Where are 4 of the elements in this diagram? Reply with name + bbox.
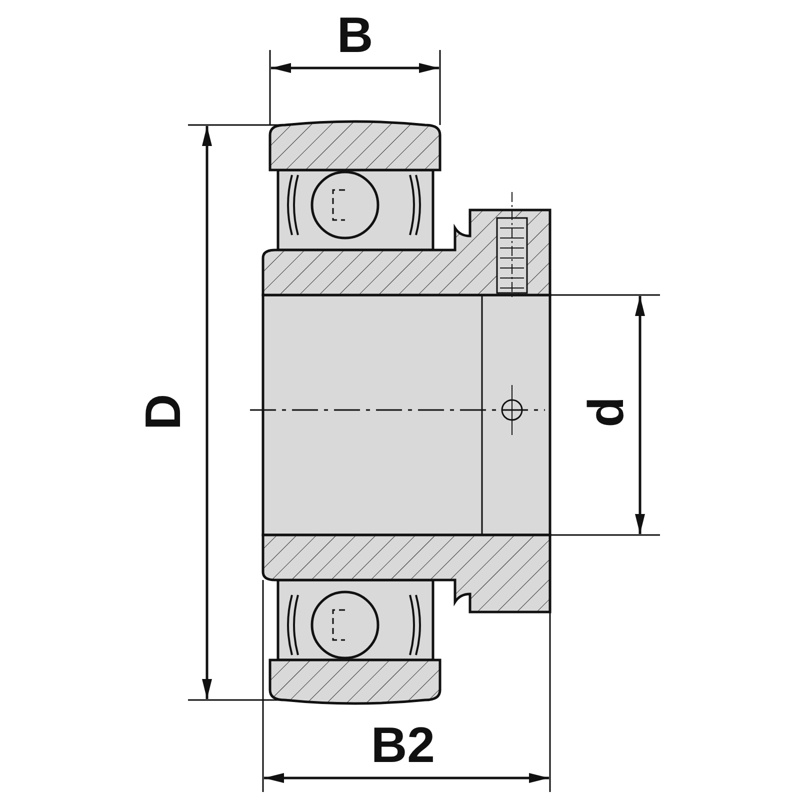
dimension-label: d bbox=[581, 396, 631, 428]
dimension-label: B2 bbox=[371, 720, 435, 770]
dimension-label: B bbox=[336, 10, 374, 60]
dimension-label: D bbox=[138, 394, 188, 430]
